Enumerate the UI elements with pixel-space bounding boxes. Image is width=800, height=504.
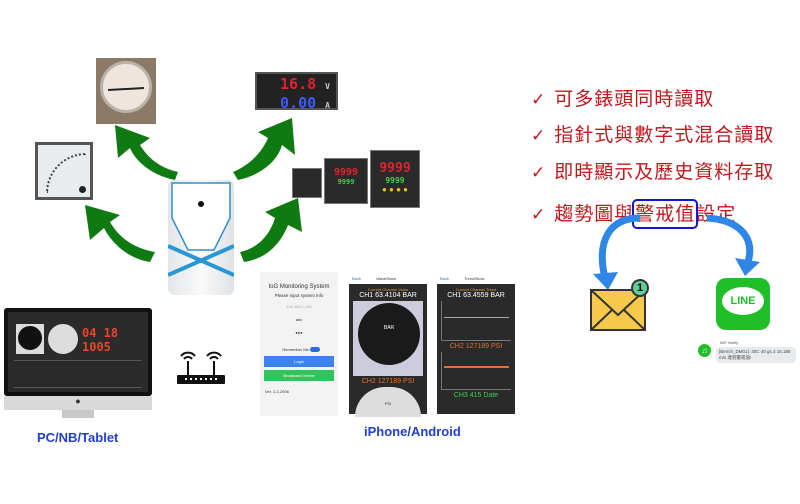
back-link[interactable]: Back: [352, 276, 361, 281]
analog-meter-photo: [35, 142, 93, 200]
email-badge: 1: [631, 279, 649, 297]
pressure-gauge-photo: [96, 58, 156, 124]
ip-field[interactable]: 192.168.1.100: [286, 304, 312, 309]
line-notification: ♫ IMF Notify [Bench_DM01]: 40C 40 gs 2 1…: [698, 340, 798, 372]
password-field[interactable]: ●●●: [295, 330, 303, 335]
panel-meters-photo: 9999 9999 9999 9999 ● ● ● ●: [292, 150, 422, 210]
user-field[interactable]: abc: [295, 317, 303, 322]
bell-icon: ♫: [698, 344, 711, 357]
amp-value: 0.00: [280, 94, 317, 112]
apple-logo-icon: ●: [4, 396, 152, 410]
check-icon: ✓: [531, 163, 547, 183]
arrow-to-meter: [85, 205, 155, 262]
feature-2: ✓指針式與數字式混合讀取: [531, 124, 775, 146]
pc-label: PC/NB/Tablet: [37, 430, 119, 445]
email-icon: 1: [590, 279, 649, 332]
check-icon: ✓: [531, 90, 547, 110]
feature-3: ✓即時顯示及歷史資料存取: [531, 161, 775, 183]
broadcast-button[interactable]: Broadcast Device: [264, 370, 334, 382]
volt-value: 16.8: [280, 75, 317, 93]
phone-trend-screen: Back TrendShow Current Channel Trend CH1…: [437, 266, 515, 418]
check-icon: ✓: [531, 205, 547, 225]
remember-toggle[interactable]: Remember Me: [260, 347, 338, 353]
alert-threshold-highlight: 警戒值: [632, 199, 699, 229]
check-icon: ✓: [531, 126, 547, 146]
arrow-to-digital: [233, 118, 295, 180]
phone-value-screen: Back ValueShow Current Channel Value CH1…: [349, 266, 427, 418]
iot-reader-device: [167, 180, 235, 295]
line-app-icon: LINE: [716, 278, 770, 330]
phone-login-screen: IoG Monitoring System Please input syste…: [260, 272, 338, 416]
back-link[interactable]: Back: [440, 276, 449, 281]
feature-4: ✓趨勢圖與警戒值設定: [531, 199, 737, 229]
arrow-to-gauge: [115, 125, 178, 180]
monitor-readout: 04 18 1005: [82, 326, 119, 354]
pc-monitor: 04 18 1005 ●: [4, 308, 152, 420]
arrow-to-panel: [240, 198, 302, 262]
feature-1: ✓可多錶頭同時讀取: [531, 88, 715, 110]
login-button[interactable]: Login: [264, 356, 334, 368]
router-icon: [177, 351, 225, 384]
mobile-label: iPhone/Android: [364, 424, 461, 439]
digital-va-meter: 16.8 V 0.00 A: [255, 72, 338, 112]
